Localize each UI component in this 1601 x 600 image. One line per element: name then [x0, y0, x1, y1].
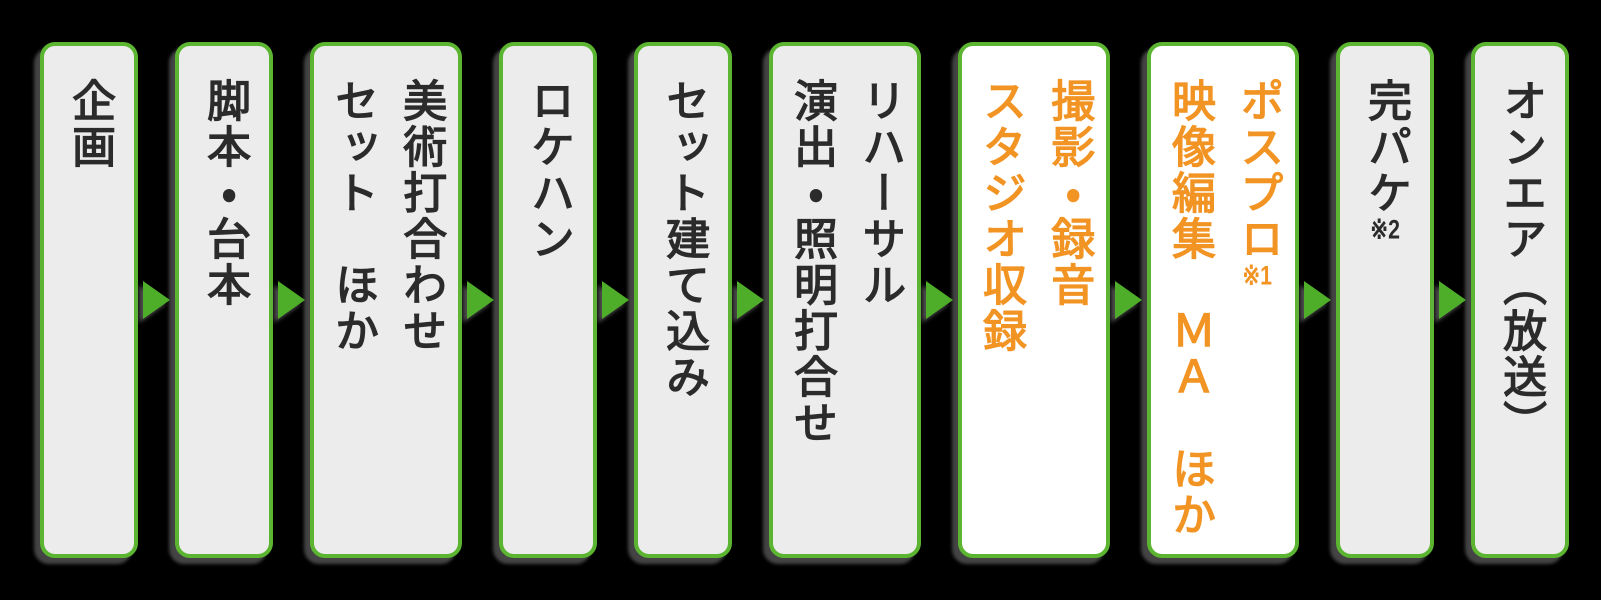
step-text: 脚本・台本	[200, 78, 250, 308]
flow-arrow	[138, 42, 175, 558]
arrow-right-icon	[1304, 281, 1331, 319]
flow-step-box: 脚本・台本	[175, 42, 273, 558]
flow-arrow	[921, 42, 958, 558]
step-label: オンエア（放送）	[1486, 78, 1554, 554]
step-label: 撮影・録音スタジオ収録	[966, 78, 1102, 554]
arrow-right-icon	[737, 281, 764, 319]
flow-step-box: 美術打合わせセット ほか	[310, 42, 462, 558]
step-text-column: ポスプロ※1	[1223, 78, 1291, 554]
flow-arrow	[732, 42, 769, 558]
flow-step-box: セット建て込み	[634, 42, 732, 558]
flow-arrow	[1299, 42, 1336, 558]
step-text-column: 演出・照明打合せ	[777, 78, 845, 554]
step-text-column: ロケハン	[514, 78, 582, 554]
arrow-right-icon	[278, 281, 305, 319]
step-text-column: オンエア（放送）	[1486, 78, 1554, 554]
step-text: 完パケ	[1361, 78, 1411, 216]
step-text-column: 企画	[55, 78, 123, 554]
flow-step-box: 完パケ※2	[1336, 42, 1434, 558]
step-label: セット建て込み	[649, 78, 717, 554]
step-text: ポスプロ	[1233, 78, 1283, 262]
step-text: セット建て込み	[659, 78, 709, 400]
arrow-right-icon	[926, 281, 953, 319]
flow-step-box: 撮影・録音スタジオ収録	[958, 42, 1110, 558]
note-marker: ※2	[1370, 216, 1400, 243]
arrow-right-icon	[143, 281, 170, 319]
step-label: 美術打合わせセット ほか	[318, 78, 454, 554]
step-text: スタジオ収録	[976, 78, 1025, 354]
step-text-column: 映像編集 ＭＡ ほか	[1155, 78, 1223, 554]
step-text: リハーサル	[855, 78, 905, 308]
step-text-column: セット建て込み	[649, 78, 717, 554]
flow-step-box: ロケハン	[499, 42, 597, 558]
step-text-column: 美術打合わせ	[386, 78, 454, 554]
flow-arrow	[273, 42, 310, 558]
note-marker: ※1	[1242, 262, 1273, 289]
step-label: 完パケ※2	[1351, 78, 1419, 554]
step-text: 撮影・録音	[1044, 78, 1094, 308]
flow-step-box: リハーサル演出・照明打合せ	[769, 42, 921, 558]
step-text-column: スタジオ収録	[966, 78, 1034, 554]
step-text-column: 脚本・台本	[190, 78, 258, 554]
step-label: 脚本・台本	[190, 78, 258, 554]
step-label: ロケハン	[514, 78, 582, 554]
flow-arrow	[462, 42, 499, 558]
step-text: 美術打合わせ	[396, 78, 446, 354]
flow-arrow	[1110, 42, 1147, 558]
step-text: 企画	[65, 78, 115, 170]
flow-arrow	[1434, 42, 1471, 558]
step-text: セット ほか	[328, 78, 377, 354]
flow-arrow	[597, 42, 634, 558]
arrow-right-icon	[467, 281, 494, 319]
step-text-column: リハーサル	[845, 78, 913, 554]
step-text: オンエア（放送）	[1496, 78, 1546, 446]
step-text-column: 撮影・録音	[1034, 78, 1102, 554]
step-text: 演出・照明打合せ	[787, 78, 836, 446]
flow-step-box: オンエア（放送）	[1471, 42, 1569, 558]
flow-step-box: 企画	[40, 42, 138, 558]
step-text: ロケハン	[524, 78, 574, 262]
arrow-right-icon	[602, 281, 629, 319]
step-text-column: セット ほか	[318, 78, 386, 554]
production-flow: 企画 脚本・台本 美術打合わせセット ほか ロケハン セット建て込み	[40, 42, 1569, 558]
arrow-right-icon	[1439, 281, 1466, 319]
step-label: 企画	[55, 78, 123, 554]
step-text: 映像編集 ＭＡ ほか	[1165, 78, 1214, 538]
step-text-column: 完パケ※2	[1351, 78, 1419, 554]
arrow-right-icon	[1115, 281, 1142, 319]
step-label: リハーサル演出・照明打合せ	[777, 78, 913, 554]
